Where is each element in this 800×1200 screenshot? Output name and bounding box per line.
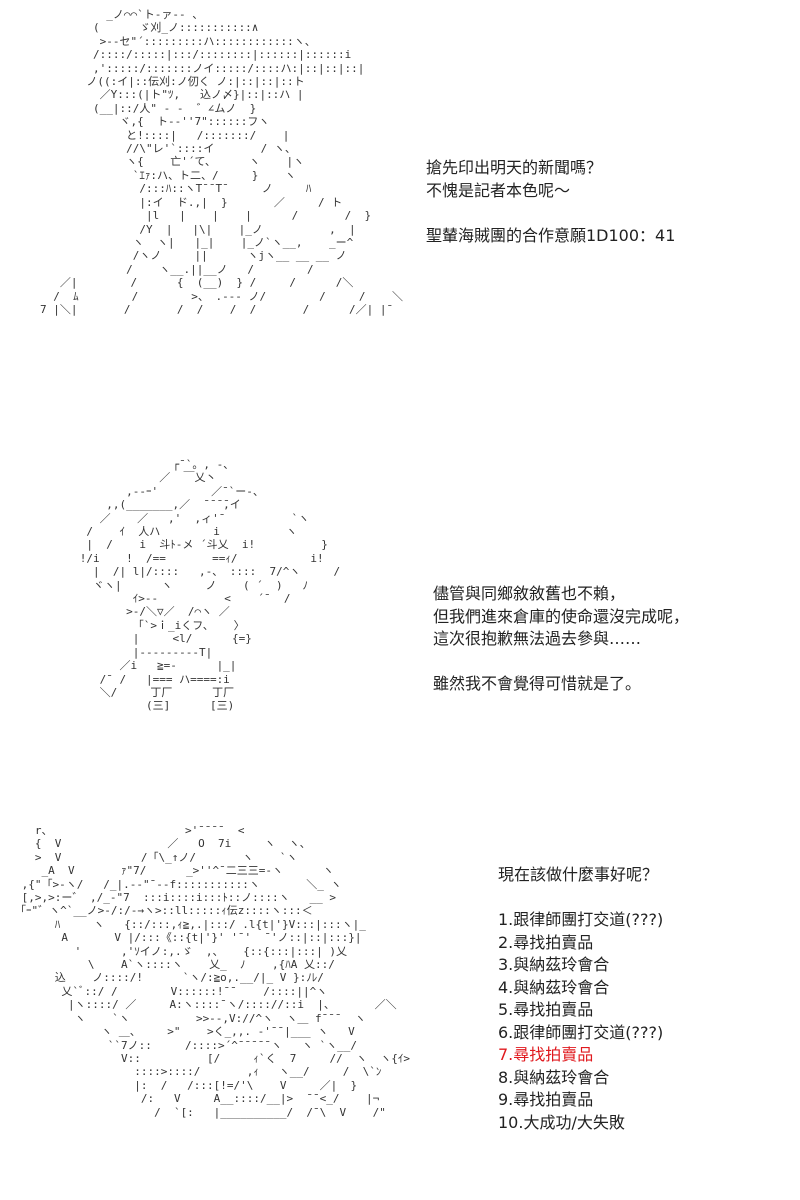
panel-reporter: _ノ⌒⌒`ト-ァ-- 、 ( ゞ刈_ノ:::::::::::∧ >--セ"´::… (0, 0, 800, 450)
panel-fairy: ┌¯`。, -、 ／ ￣乂丶 ,--ｰ' ／¯`ー-、 ,,(_______,／… (0, 450, 800, 820)
option-item[interactable]: 5.尋找拍賣品 (498, 1000, 594, 1019)
option-item[interactable]: 2.尋找拍賣品 (498, 932, 594, 952)
option-item[interactable]: 6.跟律師團打交道(???) (498, 1022, 664, 1042)
option-item[interactable]: 10.大成功/大失敗 (498, 1112, 625, 1132)
ascii-art-reporter: _ノ⌒⌒`ト-ァ-- 、 ( ゞ刈_ノ:::::::::::∧ >--セ"´::… (40, 8, 404, 316)
dialogue-line: 這次很抱歉無法過去參與…… (433, 629, 642, 648)
dialogue-gap (426, 202, 675, 225)
option-item-selected[interactable]: 7.尋找拍賣品 (498, 1045, 594, 1064)
dialogue-line: 儘管與同鄉敘敘舊也不賴， (433, 584, 626, 603)
dialogue-line: 雖然我不會覺得可惜就是了。 (433, 674, 642, 693)
option-item[interactable]: 4.與納茲玲會合 (498, 977, 610, 997)
dialogue-fairy: 儘管與同鄉敘敘舊也不賴， 但我們進來倉庫的使命還沒完成呢， 這次很抱歉無法過去參… (433, 583, 689, 696)
dialogue-gap (433, 651, 689, 674)
dialogue-line: 不愧是記者本色呢～ (426, 180, 571, 200)
dialogue-line: 搶先印出明天的新聞嗎？ (426, 158, 603, 177)
option-item[interactable]: 3.與納茲玲會合 (498, 955, 610, 974)
option-list: 1.跟律師團打交道(???) 2.尋找拍賣品 3.與納茲玲會合 4.與納茲玲會合… (498, 909, 663, 1134)
option-item[interactable]: 1.跟律師團打交道(???) (498, 910, 664, 929)
ascii-art-mouse: r、 >'¯¯¯¯ < { V ／ O 7i ヽ ヽ、 > V /「\_↑ノ/ … (15, 824, 410, 1119)
dialogue-reporter: 搶先印出明天的新聞嗎？ 不愧是記者本色呢～ 聖輦海賊團的合作意願1D100：41 (426, 157, 675, 247)
choice-question: 現在該做什麼事好呢？ (498, 865, 659, 884)
choice-prompt: 現在該做什麼事好呢？ 1.跟律師團打交道(???) 2.尋找拍賣品 3.與納茲玲… (498, 864, 663, 1134)
option-item[interactable]: 9.尋找拍賣品 (498, 1090, 594, 1109)
panel-choice: r、 >'¯¯¯¯ < { V ／ O 7i ヽ ヽ、 > V /「\_↑ノ/ … (0, 820, 800, 1200)
ascii-art-fairy: ┌¯`。, -、 ／ ￣乂丶 ,--ｰ' ／¯`ー-、 ,,(_______,／… (79, 458, 341, 713)
option-item[interactable]: 8.與納茲玲會合 (498, 1067, 610, 1087)
dialogue-line-dice-roll: 聖輦海賊團的合作意願1D100：41 (426, 225, 676, 245)
dialogue-line: 但我們進來倉庫的使命還沒完成呢， (433, 606, 690, 626)
dialogue-gap (498, 887, 663, 910)
